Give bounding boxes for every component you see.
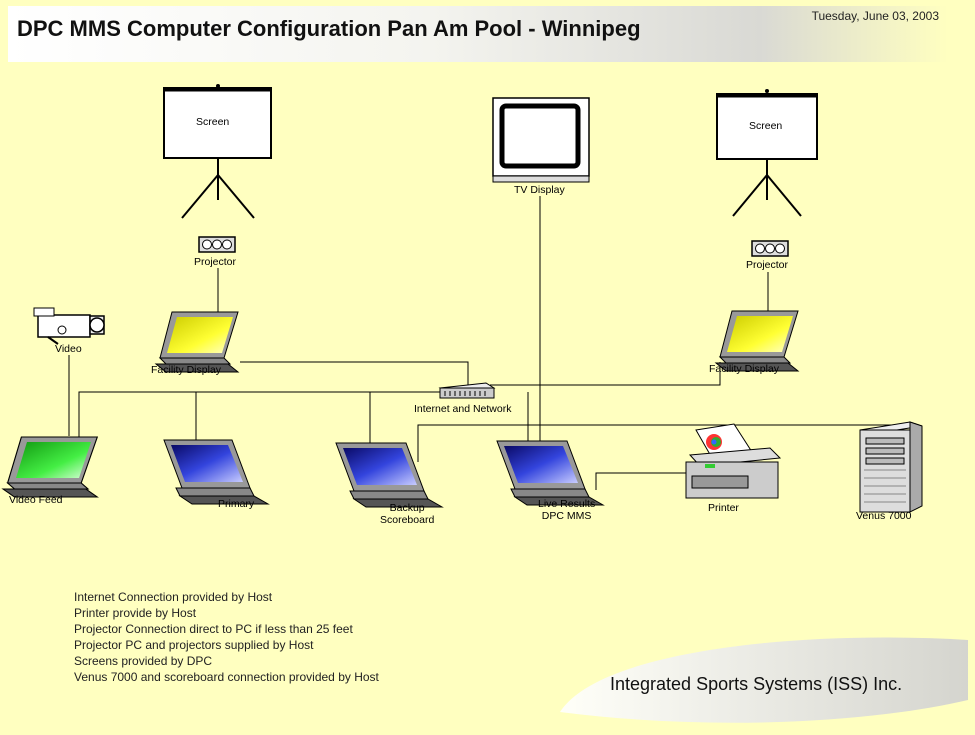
title-band [8,6,948,62]
facility-display-left-label: Facility Display [151,364,222,376]
date-label: Tuesday, June 03, 2003 [811,9,939,23]
screen-right-icon [716,89,818,217]
screen-right-label: Screen [749,120,783,132]
projector-right-label: Projector [746,259,789,271]
laptop-primary-icon [163,439,270,505]
notes-list: Internet Connection provided by Host Pri… [74,589,379,685]
laptop-backup-scoreboard-icon [335,442,444,508]
connection-lines [68,196,904,490]
logo-swoosh [560,637,968,723]
backup-label-line2: Scoreboard [380,514,435,526]
live-results-line2: DPC MMS [541,510,592,522]
printer-label: Printer [708,502,739,514]
tv-display-icon [492,97,590,183]
projector-left-icon [198,236,236,253]
facility-display-right-label: Facility Display [709,363,780,375]
note-item: Projector Connection direct to PC if les… [74,622,353,636]
note-item: Internet Connection provided by Host [74,590,273,604]
page-title: DPC MMS Computer Configuration Pan Am Po… [17,16,641,41]
projector-right-icon [751,240,789,257]
company-name: Integrated Sports Systems (ISS) Inc. [610,674,903,694]
screen-left-icon [163,84,272,219]
video-feed-label: Video Feed [9,494,63,506]
network-hub-label: Internet and Network [414,403,512,415]
note-item: Projector PC and projectors supplied by … [74,638,314,652]
video-camera-icon [33,307,105,345]
laptop-video-feed-icon [2,436,98,498]
venus-label: Venus 7000 [856,510,912,522]
note-item: Screens provided by DPC [74,654,213,668]
printer-icon [685,423,782,499]
network-hub-icon [438,382,496,399]
backup-scoreboard-label: Backup Scoreboard [380,502,434,526]
server-tower-icon [859,421,923,513]
video-label: Video [55,343,82,355]
laptop-facility-right-icon [715,310,799,372]
note-item: Venus 7000 and scoreboard connection pro… [74,670,379,684]
tv-display-label: TV Display [514,184,565,196]
laptop-live-results-icon [496,440,605,506]
note-item: Printer provide by Host [74,606,197,620]
projector-left-label: Projector [194,256,237,268]
laptop-facility-left-icon [155,311,239,373]
backup-label-line1: Backup [389,502,425,514]
live-results-label: Live Results DPC MMS [538,498,595,522]
primary-label: Primary [218,498,255,510]
live-results-line1: Live Results [538,498,596,510]
screen-left-label: Screen [196,116,230,128]
